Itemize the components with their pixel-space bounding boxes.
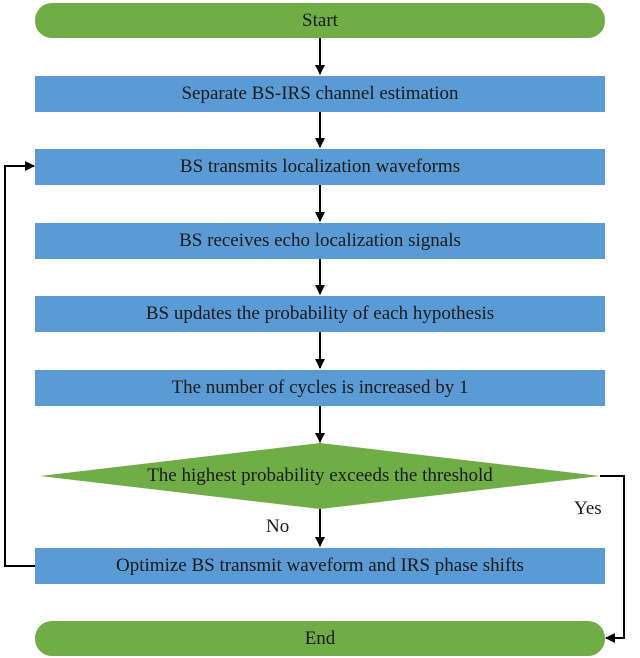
step-label: BS transmits localization waveforms <box>179 156 461 177</box>
step-update-probability: BS updates the probability of each hypot… <box>35 296 605 332</box>
step-receive-echo: BS receives echo localization signals <box>35 223 605 259</box>
step-label: Separate BS-IRS channel estimation <box>181 83 459 104</box>
step-optimize: Optimize BS transmit waveform and IRS ph… <box>35 548 605 584</box>
end-node: End <box>35 621 605 656</box>
step-transmit-waveforms: BS transmits localization waveforms <box>35 149 605 185</box>
step-channel-estimation: Separate BS-IRS channel estimation <box>35 76 605 112</box>
arrow-loop-back <box>4 161 35 567</box>
decision-diamond <box>40 443 600 509</box>
end-label: End <box>304 627 336 649</box>
step-increase-cycles: The number of cycles is increased by 1 <box>35 370 605 406</box>
step-label: Optimize BS transmit waveform and IRS ph… <box>116 555 524 576</box>
arrow-decision-yes <box>600 475 625 643</box>
decision-label: The highest probability exceeds the thre… <box>147 465 493 486</box>
yes-label: Yes <box>574 498 602 519</box>
step-label: The number of cycles is increased by 1 <box>171 377 469 398</box>
step-label: BS updates the probability of each hypot… <box>145 303 495 324</box>
start-node: Start <box>35 3 605 38</box>
no-label: No <box>266 516 290 537</box>
start-label: Start <box>302 9 338 31</box>
step-label: BS receives echo localization signals <box>179 230 461 251</box>
